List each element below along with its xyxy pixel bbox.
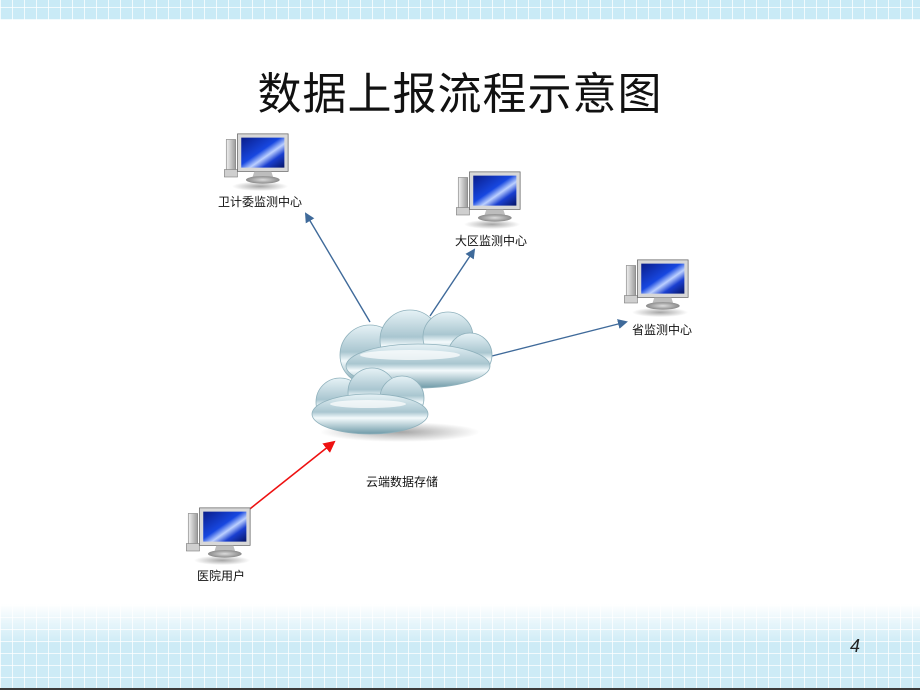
computer-icon-daqu	[455, 171, 521, 230]
bottom-rule	[0, 688, 920, 690]
arrow-hospital-to-cloud	[245, 440, 336, 513]
arrow-cloud-to-sheng	[491, 319, 628, 357]
footer-band	[0, 604, 920, 690]
node-label-cloud: 云端数据存储	[366, 475, 439, 489]
node-label-sheng: 省监测中心	[632, 323, 693, 337]
node-label-hospital: 医院用户	[197, 569, 246, 583]
header-band	[0, 0, 920, 20]
arrow-cloud-to-daqu	[429, 248, 476, 317]
node-label-daqu: 大区监测中心	[455, 234, 528, 248]
computer-icon-sheng	[623, 259, 689, 318]
slide-title: 数据上报流程示意图	[257, 69, 663, 120]
node-label-wjw: 卫计委监测中心	[218, 195, 303, 209]
arrow-cloud-to-wjw	[304, 212, 371, 323]
page-number: 4	[850, 636, 861, 656]
computer-icon-wjw	[223, 133, 289, 192]
computer-icon-hospital	[185, 507, 251, 566]
cloud-storage-icon	[311, 309, 493, 442]
